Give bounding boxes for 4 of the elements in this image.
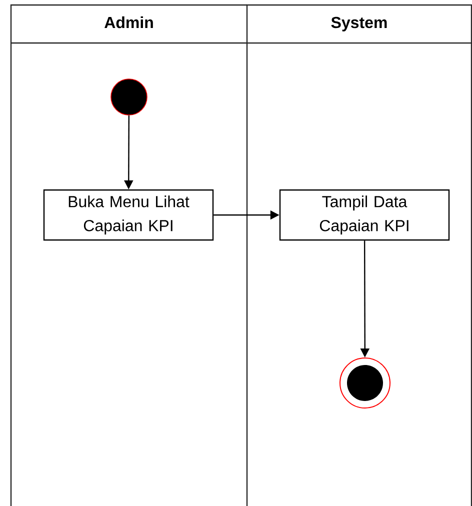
initial-node (110, 78, 148, 116)
final-node (340, 358, 390, 408)
action-box: Buka Menu Lihat Capaian KPI (43, 189, 214, 241)
action-box: Tampil Data Capaian KPI (279, 189, 450, 241)
